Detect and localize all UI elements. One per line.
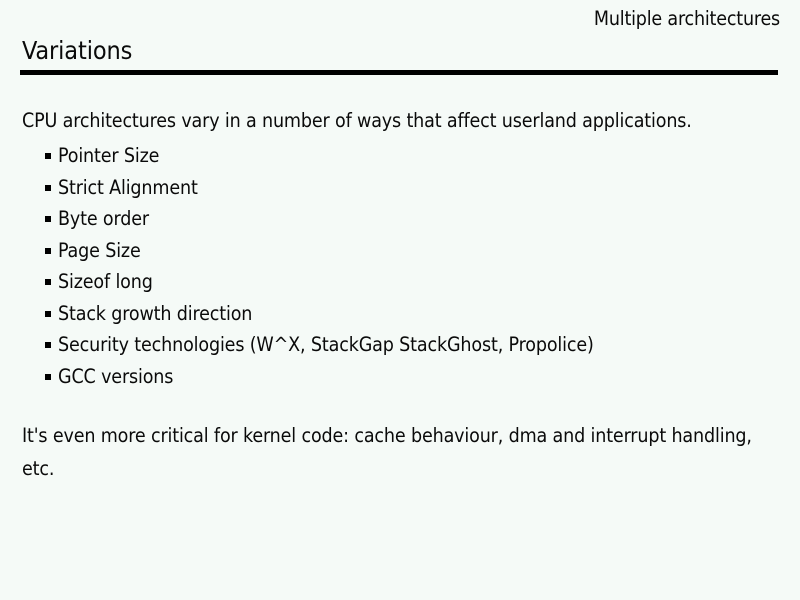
list-item-label: Page Size (58, 238, 141, 262)
list-item: Pointer Size (0, 140, 800, 172)
list-item: Stack growth direction (0, 298, 800, 330)
list-item: Byte order (0, 203, 800, 235)
square-bullet-icon (45, 279, 51, 285)
square-bullet-icon (45, 342, 51, 348)
slide-header-subtitle: Multiple architectures (593, 7, 780, 30)
slide-body: CPU architectures vary in a number of wa… (0, 104, 800, 485)
list-item: Security technologies (W^X, StackGap Sta… (0, 329, 800, 361)
list-item-label: GCC versions (58, 364, 174, 388)
square-bullet-icon (45, 216, 51, 222)
square-bullet-icon (45, 373, 51, 380)
feature-bullet-list: Pointer Size Strict Alignment Byte order… (0, 140, 800, 392)
square-bullet-icon (45, 184, 51, 191)
page-title: Variations (22, 36, 133, 65)
list-item-label: Sizeof long (58, 270, 153, 293)
square-bullet-icon (45, 247, 51, 254)
list-item: Page Size (0, 235, 800, 267)
list-item-label: Security technologies (W^X, StackGap Sta… (58, 333, 594, 356)
square-bullet-icon (45, 153, 51, 159)
list-item-label: Strict Alignment (58, 175, 198, 199)
list-item-label: Stack growth direction (58, 301, 253, 325)
section-spacer (0, 392, 800, 419)
list-item: Sizeof long (0, 266, 800, 298)
square-bullet-icon (45, 310, 51, 317)
closing-paragraph: It's even more critical for kernel code:… (22, 424, 752, 480)
title-divider-rule (20, 70, 778, 75)
list-item-label: Pointer Size (58, 144, 160, 167)
list-item: Strict Alignment (0, 172, 800, 204)
list-item: GCC versions (0, 361, 800, 393)
intro-paragraph: CPU architectures vary in a number of wa… (22, 109, 692, 132)
list-item-label: Byte order (58, 207, 149, 230)
